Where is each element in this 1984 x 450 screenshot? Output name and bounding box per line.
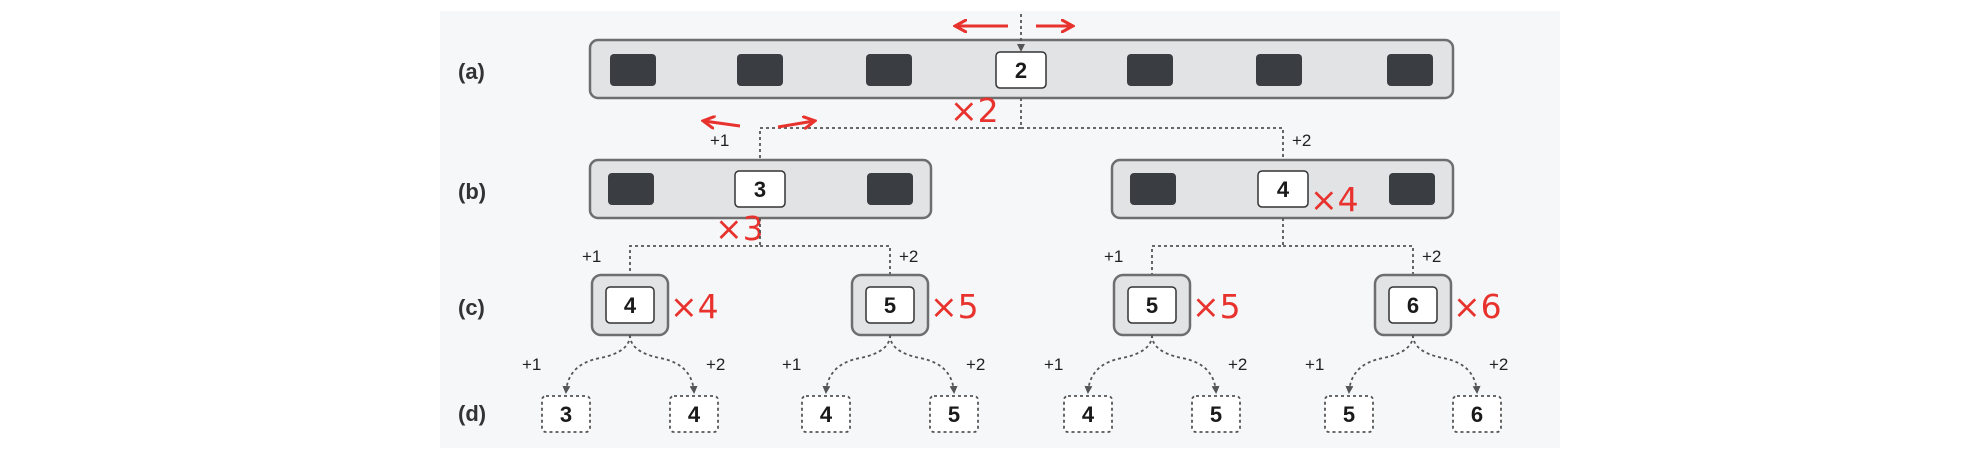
edge-c1-to-d2: [629, 334, 698, 394]
array-cell-dark: [866, 54, 912, 86]
row-c-node-4: 6: [1373, 273, 1453, 337]
leaf-d7-value: 5: [1343, 402, 1355, 427]
leaf-node-d6: [1191, 395, 1241, 433]
edge-c3-to-d5: [1084, 334, 1153, 394]
edge-label-plus2: +2: [1228, 355, 1247, 374]
leaf-d4-value: 5: [948, 402, 960, 427]
edge-label-plus1: +1: [522, 355, 541, 374]
array-cell-dark: [1130, 173, 1176, 205]
node-b-right-value: 4: [1277, 177, 1290, 202]
array-cell-dark: [1127, 54, 1173, 86]
leaf-d1-value: 3: [560, 402, 572, 427]
edge-c3-to-d6: [1151, 334, 1220, 394]
center-node-a: [995, 51, 1047, 89]
edge-label-plus1: +1: [710, 131, 729, 150]
annotation-a-mult: ×2: [950, 91, 999, 130]
center-node-b-right: [1257, 170, 1309, 208]
array-cell-dark: [610, 54, 656, 86]
leaf-node-d3: [801, 395, 851, 433]
edge-label-plus2: +2: [966, 355, 985, 374]
edge-c4-to-d7: [1345, 334, 1414, 394]
node-c2-value: 5: [884, 293, 896, 318]
node-c1-value: 4: [624, 293, 637, 318]
row-b-right-array: 4: [1110, 158, 1455, 220]
array-cell-dark: [1256, 54, 1302, 86]
row-c-node-3: 5: [1112, 273, 1192, 337]
node-a-value: 2: [1015, 58, 1027, 83]
array-cell-dark: [1389, 173, 1435, 205]
red-left-arrow-b: [704, 121, 741, 126]
array-cell-dark: [1387, 54, 1433, 86]
edge-label-plus1: +1: [1305, 355, 1324, 374]
edge-b-right-to-c4: [1283, 245, 1417, 286]
edge-b-left-to-c2: [760, 245, 894, 286]
edge-label-plus1: +1: [1044, 355, 1063, 374]
annotation-c2-mult: ×5: [930, 287, 979, 326]
annotation-b-right-mult: ×4: [1310, 180, 1359, 219]
edge-label-plus1: +1: [1104, 247, 1123, 266]
leaf-d3-value: 4: [820, 402, 833, 427]
annotation-c1-mult: ×4: [670, 287, 719, 326]
annotation-b-left-mult: ×3: [715, 209, 764, 248]
array-cell-dark: [737, 54, 783, 86]
row-label-b: (b): [458, 179, 486, 204]
center-node-b-left: [734, 170, 786, 208]
edge-label-plus1: +1: [782, 355, 801, 374]
array-cell-dark: [608, 173, 654, 205]
edge-label-plus2: +2: [899, 247, 918, 266]
edge-c2-to-d3: [822, 334, 891, 394]
edge-b-left-to-c1: [626, 218, 761, 286]
node-b-left-value: 3: [754, 177, 766, 202]
row-label-d: (d): [458, 401, 486, 426]
edge-c2-to-d4: [889, 334, 958, 394]
leaf-d5-value: 4: [1082, 402, 1095, 427]
row-label-a: (a): [458, 59, 485, 84]
leaf-node-d8: [1452, 395, 1502, 433]
leaf-node-d1: [541, 395, 591, 433]
annotation-c3-mult: ×5: [1192, 287, 1241, 326]
edge-label-plus2: +2: [1489, 355, 1508, 374]
row-a-array: 2: [588, 38, 1455, 100]
leaf-node-d5: [1063, 395, 1113, 433]
leaf-node-d7: [1324, 395, 1374, 433]
leaf-d2-value: 4: [688, 402, 701, 427]
edge-label-plus1: +1: [582, 247, 601, 266]
annotation-c4-mult: ×6: [1453, 287, 1502, 326]
edge-b-right-to-c3: [1148, 218, 1284, 286]
array-cell-dark: [867, 173, 913, 205]
edge-c4-to-d8: [1412, 334, 1481, 394]
node-c3-value: 5: [1146, 293, 1158, 318]
row-c-node-1: 4: [590, 273, 670, 337]
row-label-c: (c): [458, 295, 485, 320]
edge-label-plus2: +2: [1292, 131, 1311, 150]
leaf-node-d2: [669, 395, 719, 433]
edge-a-to-b-left: [756, 98, 1022, 170]
edge-label-plus2: +2: [706, 355, 725, 374]
row-c-node-2: 5: [850, 273, 930, 337]
leaf-d6-value: 5: [1210, 402, 1222, 427]
red-right-arrow-b: [777, 121, 814, 127]
edge-label-plus2: +2: [1422, 247, 1441, 266]
row-b-left-array: 3: [588, 158, 933, 220]
leaf-d8-value: 6: [1471, 402, 1483, 427]
node-c4-value: 6: [1407, 293, 1419, 318]
edge-a-to-b-right: [1021, 127, 1287, 170]
edge-c1-to-d1: [562, 334, 631, 394]
leaf-node-d4: [929, 395, 979, 433]
